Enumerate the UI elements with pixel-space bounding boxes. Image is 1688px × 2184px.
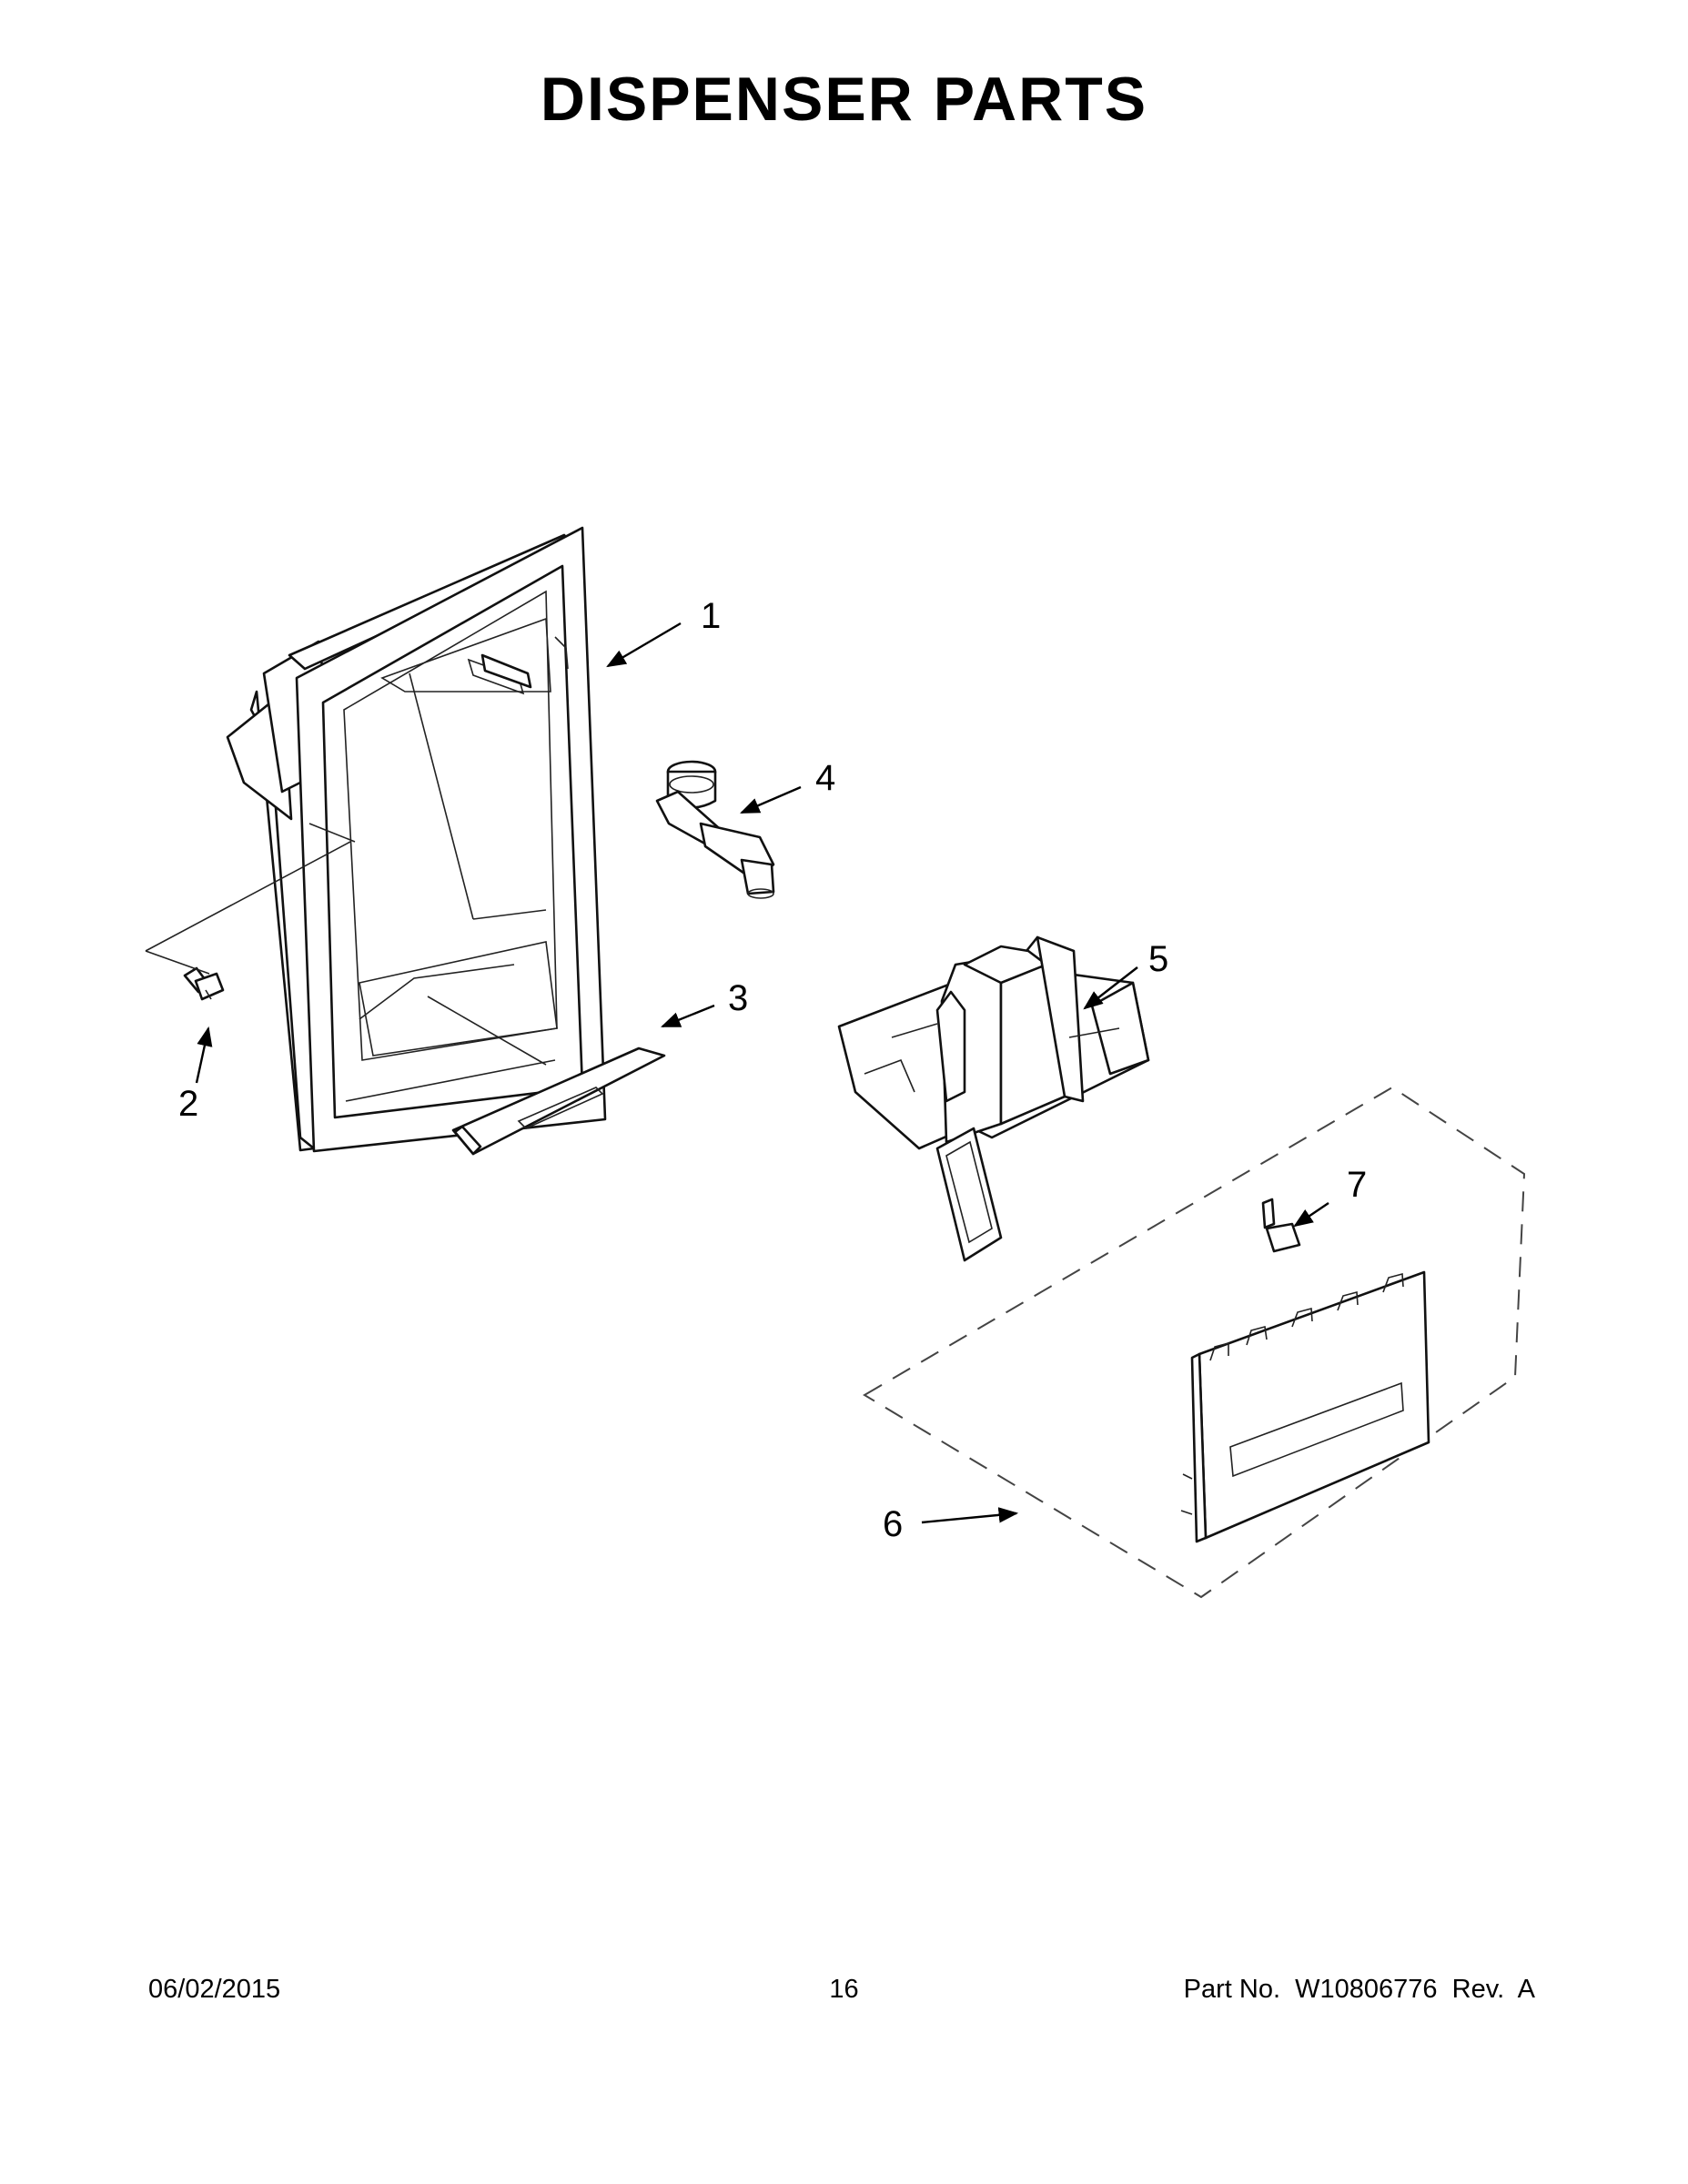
screw-part-2 bbox=[145, 823, 356, 1001]
drip-tray-part-3 bbox=[427, 996, 666, 1156]
leader-arrow-4 bbox=[740, 785, 802, 814]
callout-4: 4 bbox=[815, 758, 835, 798]
footer-part-number: Part No. W10806776 Rev. A bbox=[1183, 1975, 1535, 2004]
control-panel-part-6 bbox=[863, 1086, 1526, 1599]
page-title: DISPENSER PARTS bbox=[540, 65, 1148, 134]
callout-2: 2 bbox=[178, 1084, 198, 1124]
dispenser-housing-part-1 bbox=[226, 526, 607, 1153]
sensor-part-7 bbox=[1261, 1198, 1301, 1253]
leader-arrow-5 bbox=[1083, 966, 1138, 1010]
leader-arrow-7 bbox=[1293, 1202, 1329, 1228]
water-nozzle-part-4 bbox=[655, 760, 775, 899]
leader-arrow-1 bbox=[606, 622, 682, 668]
callout-3: 3 bbox=[728, 978, 748, 1018]
callout-5: 5 bbox=[1148, 939, 1168, 979]
callout-6: 6 bbox=[883, 1504, 903, 1544]
leader-arrow-6 bbox=[921, 1507, 1019, 1524]
leader-arrow-3 bbox=[660, 1004, 715, 1028]
footer-date: 06/02/2015 bbox=[148, 1975, 281, 2004]
footer-page-number: 16 bbox=[829, 1975, 859, 2004]
callout-7: 7 bbox=[1347, 1165, 1367, 1205]
callout-1: 1 bbox=[701, 596, 721, 636]
actuator-assembly-part-5 bbox=[837, 935, 1150, 1262]
leader-arrow-2 bbox=[195, 1026, 213, 1084]
